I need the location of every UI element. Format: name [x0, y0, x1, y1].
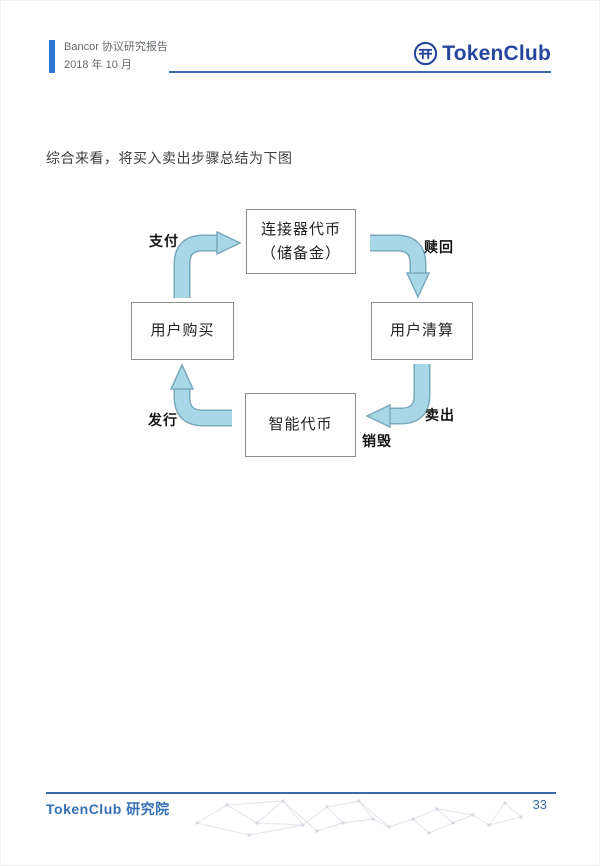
- footer-org: TokenClub 研究院: [46, 801, 170, 817]
- footer-network-pattern: [195, 799, 523, 837]
- tokenclub-logo: TokenClub: [413, 41, 551, 66]
- node-user-buy: 用户购买: [131, 302, 234, 360]
- edge-label-redeem: 赎回: [424, 239, 454, 255]
- edge-label-pay: 支付: [149, 233, 179, 249]
- arrow-redeem: [370, 234, 431, 299]
- report-title: Bancor 协议研究报告: [64, 41, 168, 53]
- footer-divider: [46, 792, 556, 794]
- node-label: 智能代币: [268, 416, 333, 434]
- footer-page-number: 33: [532, 797, 547, 812]
- node-smart-token: 智能代币: [245, 393, 356, 457]
- header-divider: [169, 71, 551, 73]
- report-date: 2018 年 10 月: [64, 59, 132, 71]
- node-user-settle: 用户清算: [371, 302, 473, 360]
- header-accent-bar: [49, 40, 55, 73]
- arrow-pay: [173, 230, 242, 298]
- tokenclub-coin-icon: [414, 41, 438, 66]
- node-label: 用户购买: [150, 322, 215, 340]
- edge-label-issue: 发行: [148, 412, 178, 428]
- node-label: 连接器代币: [260, 221, 341, 239]
- intro-text: 综合来看，将买入卖出步骤总结为下图: [46, 150, 293, 166]
- node-label: （储备金）: [260, 244, 341, 262]
- logo-text: TokenClub: [442, 41, 551, 65]
- edge-label-sell: 卖出: [425, 407, 455, 423]
- node-label: 用户清算: [389, 322, 454, 340]
- edge-label-burn: 销毁: [362, 433, 392, 449]
- header-meta: Bancor 协议研究报告 2018 年 10 月: [64, 38, 168, 74]
- arrow-sell-burn: [365, 364, 431, 429]
- node-connector-token: 连接器代币 （储备金）: [246, 209, 356, 274]
- arrow-issue: [169, 363, 232, 427]
